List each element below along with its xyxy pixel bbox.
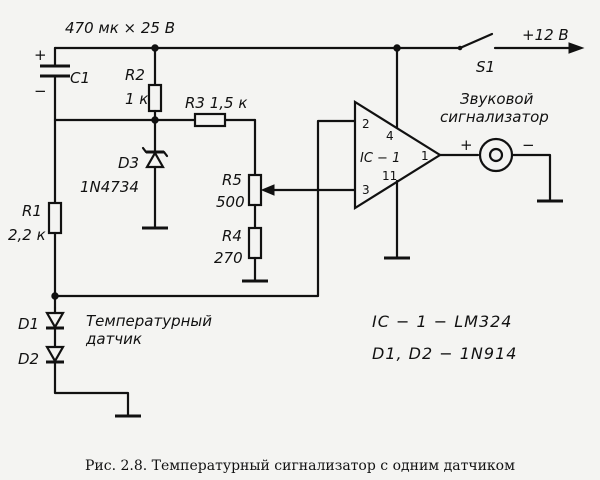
label-r3: R3 1,5 к	[185, 94, 247, 112]
switch-s1-pivot	[457, 45, 463, 51]
label-d3: D3	[118, 154, 139, 172]
label-sensor-line2: датчик	[85, 330, 142, 348]
label-buzzer-plus: +	[460, 136, 473, 154]
zener-d3	[145, 150, 165, 169]
label-d1: D1	[18, 315, 39, 333]
zener-d3-bends	[141, 146, 169, 158]
resistor-r2	[147, 83, 163, 113]
label-c1-plus: +	[34, 46, 47, 64]
resistor-r1	[47, 201, 63, 235]
label-r4: R4	[222, 227, 242, 245]
label-r1-value: 2,2 к	[8, 226, 46, 244]
wiper-arrow-icon	[260, 184, 275, 196]
label-c1-minus: −	[34, 82, 47, 100]
label-pin2: 2	[362, 117, 370, 131]
wire-d2-ground	[53, 360, 130, 417]
switch-s1	[458, 32, 494, 50]
label-note-diodes: D1, D2 − 1N914	[372, 344, 517, 363]
label-r2: R2	[125, 66, 145, 84]
label-pin4: 4	[386, 129, 394, 143]
label-supply: +12 В	[522, 26, 569, 44]
diode-d2	[45, 345, 65, 364]
label-r4-value: 270	[214, 249, 243, 267]
label-pin1: 1	[421, 149, 429, 163]
label-buzzer-line1: Звуковой	[460, 90, 534, 108]
label-note-ic: IC − 1 − LM324	[372, 312, 512, 331]
label-buzzer-minus: −	[522, 136, 535, 154]
label-ic: IC − 1	[360, 151, 400, 166]
label-r5-value: 500	[216, 193, 245, 211]
label-pin11: 11	[382, 169, 397, 183]
label-c1: C1	[70, 69, 90, 87]
label-d2: D2	[18, 350, 39, 368]
junction-ic-supply	[393, 44, 401, 52]
buzzer-icon	[488, 147, 504, 163]
label-r2-value: 1 к	[125, 90, 148, 108]
label-r1: R1	[22, 202, 42, 220]
junction-r2-top	[151, 44, 159, 52]
wire-sensor-to-pin2	[53, 119, 357, 298]
supply-arrow-icon	[568, 42, 585, 54]
label-sensor-line1: Температурный	[86, 312, 212, 330]
diode-d1	[45, 311, 65, 330]
label-c1-value: 470 мк × 25 В	[65, 19, 175, 37]
figure-caption: Рис. 2.8. Температурный сигнализатор с о…	[85, 458, 515, 474]
wire-buzzer-ground	[510, 153, 552, 202]
label-d3-part: 1N4734	[80, 178, 139, 196]
label-r5: R5	[222, 171, 242, 189]
label-pin3: 3	[362, 183, 370, 197]
label-s1: S1	[476, 58, 495, 76]
resistor-r3	[193, 112, 227, 128]
potentiometer-r5	[247, 173, 263, 207]
label-buzzer-line2: сигнализатор	[440, 108, 549, 126]
resistor-r4	[247, 226, 263, 260]
junction-r2-r3	[151, 116, 159, 124]
